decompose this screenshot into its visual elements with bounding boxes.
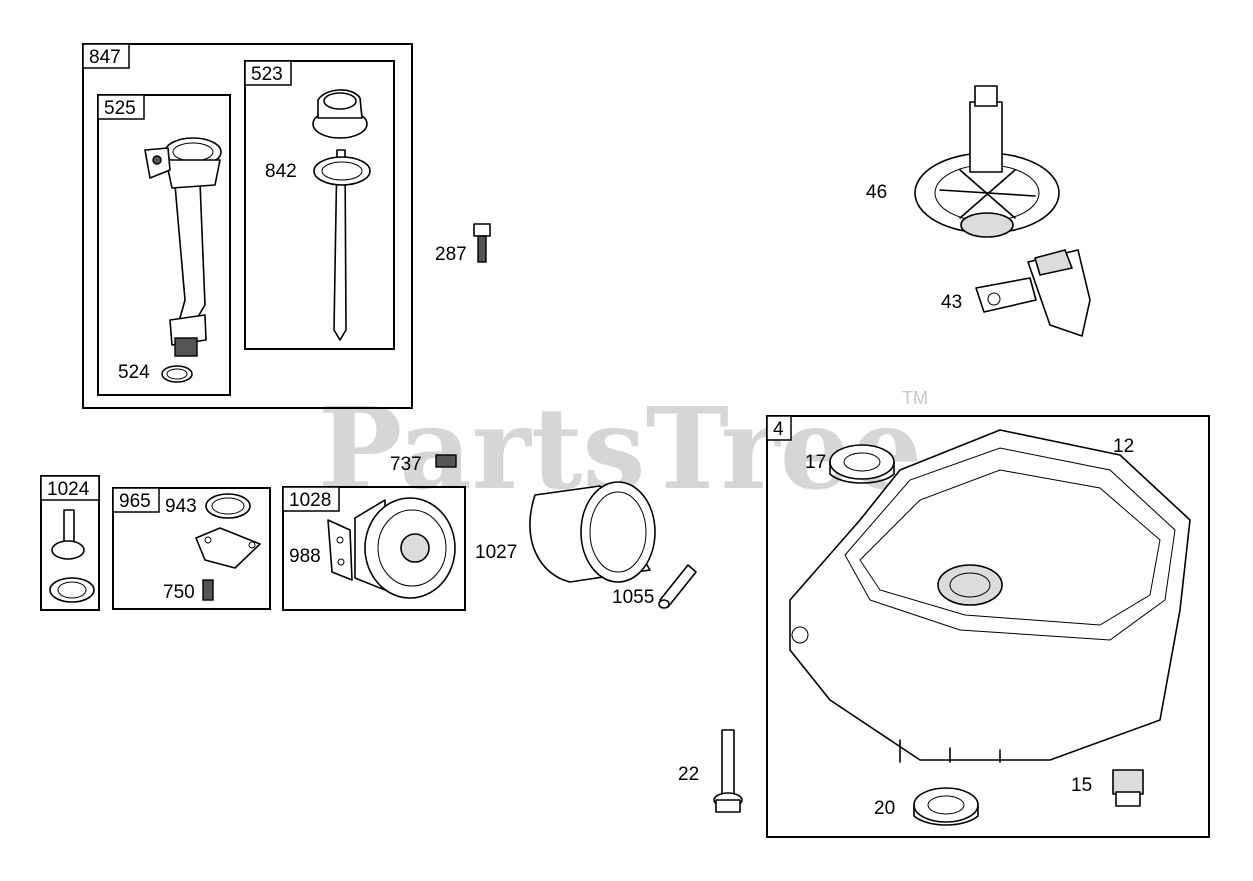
- group-1024-tag: 1024: [47, 479, 90, 500]
- part-label-287: 287: [435, 244, 467, 265]
- part-label-17: 17: [805, 452, 826, 473]
- dipstick-part[interactable]: [312, 89, 368, 341]
- part-label-20: 20: [874, 798, 895, 819]
- o-ring-524[interactable]: [161, 365, 193, 383]
- o-ring-842[interactable]: [313, 156, 371, 186]
- part-label-943: 943: [165, 496, 197, 517]
- part-label-737: 737: [390, 454, 422, 475]
- oil-filter-1027[interactable]: [529, 481, 656, 583]
- group-847: 847: [82, 43, 413, 409]
- part-label-46: 46: [866, 182, 887, 203]
- governor-arm-43[interactable]: [975, 249, 1091, 337]
- seal-17[interactable]: [829, 444, 895, 484]
- governor-gear-46[interactable]: [914, 85, 1060, 238]
- part-label-1055: 1055: [612, 587, 654, 608]
- group-1028: 1028 988: [282, 486, 466, 611]
- group-847-tag: 847: [89, 47, 121, 68]
- group-1028-tag: 1028: [289, 490, 331, 511]
- crankcase-sump-12[interactable]: [789, 429, 1191, 763]
- group-1024: 1024: [40, 475, 100, 611]
- group-965-tag: 965: [119, 491, 151, 512]
- drain-plug-15[interactable]: [1112, 769, 1144, 807]
- gasket-988[interactable]: [327, 519, 353, 581]
- group-523: 523 842: [244, 60, 395, 350]
- fitting-737[interactable]: [435, 454, 457, 468]
- group-4-tag: 4: [773, 419, 784, 440]
- part-label-43: 43: [941, 292, 962, 313]
- group-523-tag: 523: [251, 64, 283, 85]
- part-label-750: 750: [163, 582, 195, 603]
- seal-20[interactable]: [913, 787, 979, 826]
- oil-pump-rotor-part[interactable]: [49, 509, 95, 603]
- group-965: 965 943 750: [112, 487, 271, 610]
- o-ring-943[interactable]: [205, 493, 251, 519]
- part-label-12: 12: [1113, 436, 1134, 457]
- group-525: 525 524: [97, 94, 231, 396]
- watermark-trademark: TM: [902, 388, 928, 408]
- group-525-tag: 525: [104, 98, 136, 119]
- bolt-22[interactable]: [713, 729, 743, 813]
- pump-cover-part[interactable]: [195, 527, 261, 569]
- part-label-524: 524: [118, 362, 150, 383]
- part-label-842: 842: [265, 161, 297, 182]
- part-label-22: 22: [678, 764, 699, 785]
- screw-287[interactable]: [473, 223, 491, 263]
- part-label-1027: 1027: [475, 542, 517, 563]
- oil-filter-adapter-part[interactable]: [354, 497, 456, 599]
- part-label-15: 15: [1071, 775, 1092, 796]
- part-label-988: 988: [289, 546, 321, 567]
- screw-750[interactable]: [202, 579, 214, 601]
- dipstick-tube-part[interactable]: [144, 137, 222, 357]
- group-4: 4 17 12 20 15: [766, 415, 1210, 838]
- tube-1055[interactable]: [658, 564, 697, 609]
